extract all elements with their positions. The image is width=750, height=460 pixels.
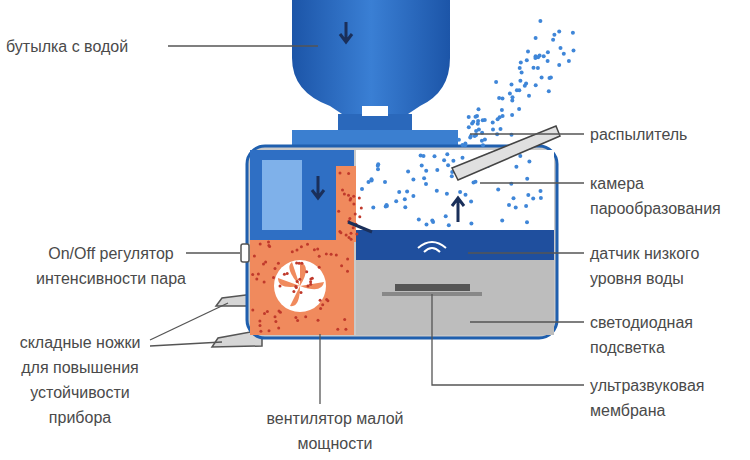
valve <box>362 106 388 116</box>
sensor-waves <box>418 242 446 252</box>
flow-arrow <box>340 22 352 42</box>
housing <box>247 146 557 338</box>
sensor-label: датчик низкого уровня воды <box>590 241 745 291</box>
fan-blades <box>278 262 324 306</box>
tank-window <box>262 160 302 230</box>
fan-compartment <box>250 240 354 335</box>
bottle-cap <box>338 114 412 132</box>
base <box>356 260 554 335</box>
membrane-label: ультразвуковая мембрана <box>590 373 745 423</box>
water-bottle <box>292 0 450 116</box>
flow-arrow <box>452 198 464 222</box>
regulator-label: On/Off регулятор интенсивности пара <box>6 241 216 291</box>
airflow-dots <box>251 171 363 332</box>
flow-arrow <box>348 222 372 232</box>
chamber-water <box>356 230 554 260</box>
fan <box>274 260 326 312</box>
chamber-label: камера парообразования <box>590 171 745 221</box>
fan-label: вентилятор малой мощности <box>240 406 430 456</box>
leader-lines <box>150 46 584 404</box>
led-label: светодиодная подсветка <box>590 310 745 360</box>
vapor-chamber <box>356 150 554 232</box>
sprayer-label: распылитель <box>590 122 745 147</box>
flow-arrow <box>312 176 324 198</box>
ultrasonic-membrane <box>395 284 470 291</box>
knob <box>241 244 249 262</box>
legs-label: складные ножки для повышения устойчивост… <box>10 330 150 430</box>
bottle-label: бутылка с водой <box>6 34 171 59</box>
vapor-dots <box>360 19 576 227</box>
